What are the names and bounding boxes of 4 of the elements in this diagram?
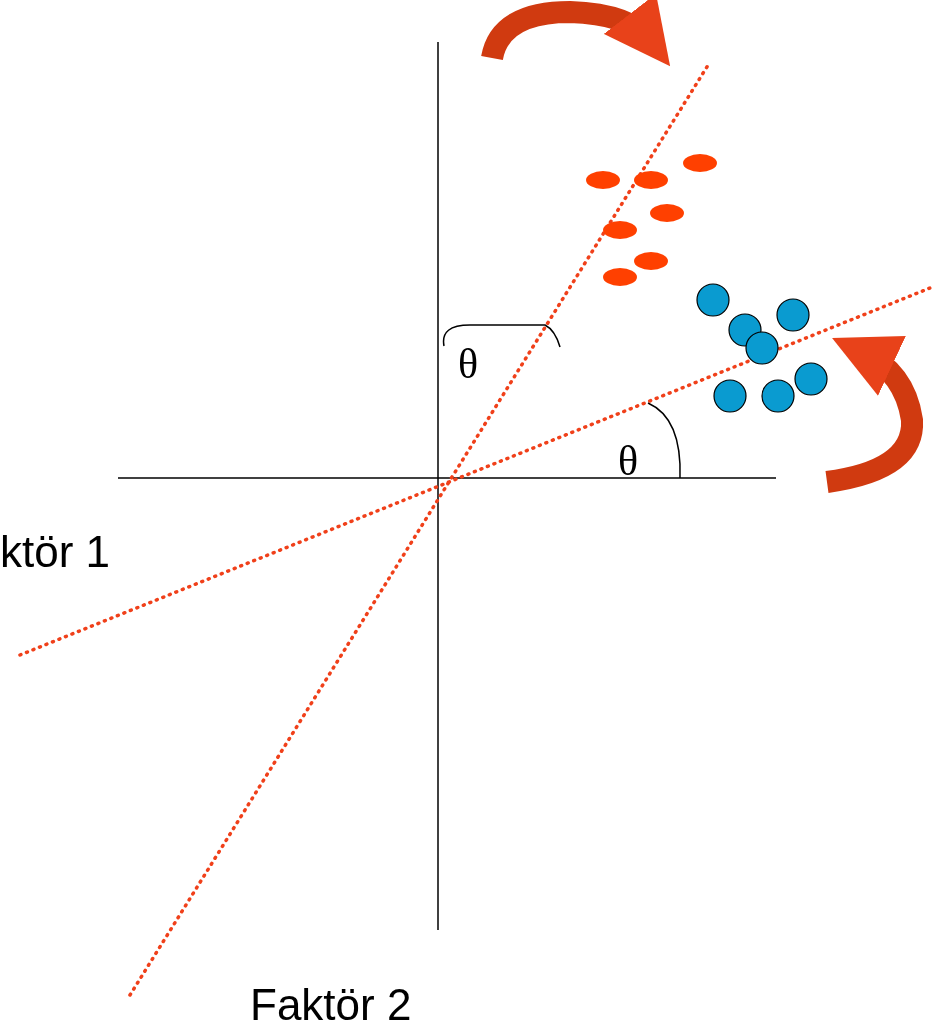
angle-symbol: θ [618, 440, 639, 482]
axis-label: Faktör 2 [250, 983, 412, 1027]
angle-symbol: θ [458, 343, 479, 385]
axis-label: ktör 1 [0, 530, 111, 574]
